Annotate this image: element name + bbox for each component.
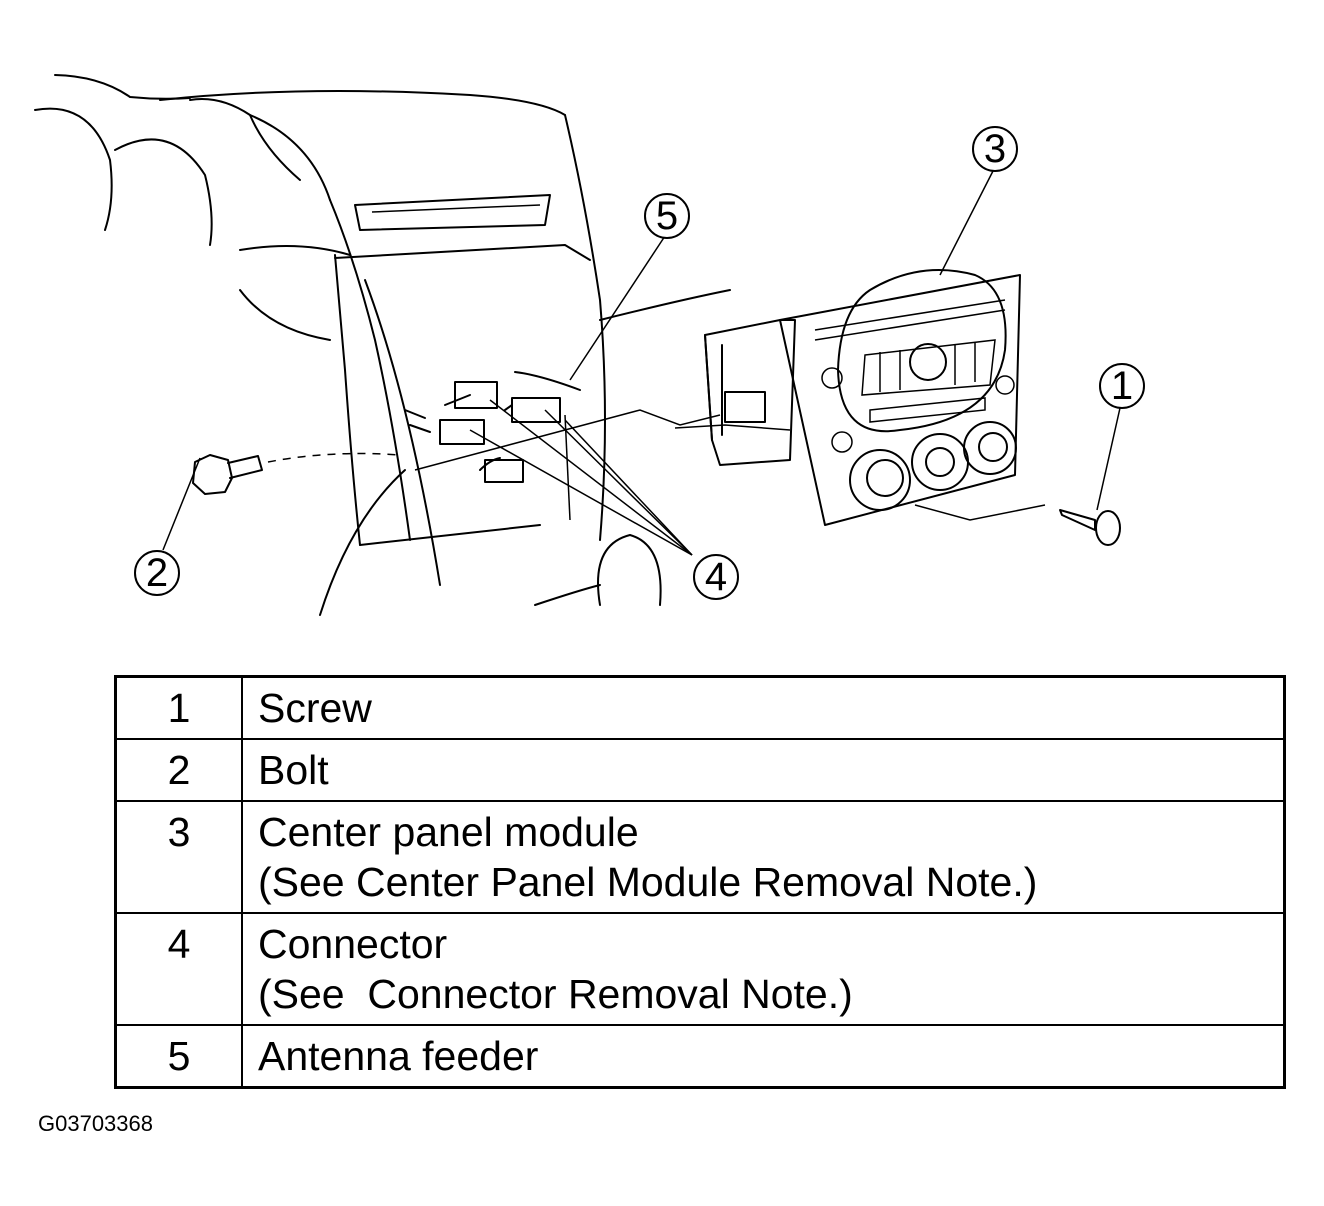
legend-label: Bolt: [241, 738, 1286, 802]
center-panel-module-part: [674, 269, 1046, 526]
dashboard-illustration: 1 2 3 4 5: [34, 74, 1145, 616]
legend-note-text: (See Connector Removal Note.): [258, 971, 853, 1017]
callout-2-number: 2: [146, 551, 168, 595]
figure-id: G03703368: [38, 1111, 153, 1136]
legend-number: 4: [114, 912, 243, 1026]
legend-number: 1: [114, 675, 243, 740]
legend-label: Antenna feeder: [241, 1024, 1286, 1089]
callout-3-number: 3: [984, 127, 1006, 171]
legend-number: 2: [114, 738, 243, 802]
table-row: 2 Bolt: [114, 738, 1286, 802]
callout-4-number: 4: [705, 555, 727, 599]
legend-label-text: Screw: [258, 685, 372, 731]
callout-4: 4: [693, 554, 739, 600]
legend-label: Connector (See Connector Removal Note.): [241, 912, 1286, 1026]
legend-number: 3: [114, 800, 243, 914]
legend-label: Center panel module (See Center Panel Mo…: [241, 800, 1286, 914]
parts-legend-table: 1 Screw 2 Bolt 3 Center panel module (Se…: [114, 675, 1286, 1089]
callout-5: 5: [644, 193, 690, 239]
bolt-part: [192, 452, 401, 495]
screw-part: [1059, 509, 1121, 546]
table-row: 1 Screw: [114, 675, 1286, 740]
callout-5-number: 5: [656, 194, 678, 238]
table-row: 3 Center panel module (See Center Panel …: [114, 800, 1286, 914]
leader-lines: [162, 170, 1121, 556]
dashboard-outline: [34, 74, 731, 616]
callout-3: 3: [972, 126, 1018, 172]
legend-label-text: Connector: [258, 921, 448, 967]
legend-label-text: Bolt: [258, 747, 329, 793]
legend-note-text: (See Center Panel Module Removal Note.): [258, 859, 1038, 905]
legend-label: Screw: [241, 675, 1286, 740]
callout-2: 2: [134, 550, 180, 596]
table-row: 4 Connector (See Connector Removal Note.…: [114, 912, 1286, 1026]
table-row: 5 Antenna feeder: [114, 1024, 1286, 1089]
connectors: [404, 371, 581, 483]
legend-label-text: Antenna feeder: [258, 1033, 539, 1079]
callout-1-number: 1: [1111, 364, 1133, 408]
callout-1: 1: [1099, 363, 1145, 409]
legend-label-text: Center panel module: [258, 809, 639, 855]
legend-number: 5: [114, 1024, 243, 1089]
